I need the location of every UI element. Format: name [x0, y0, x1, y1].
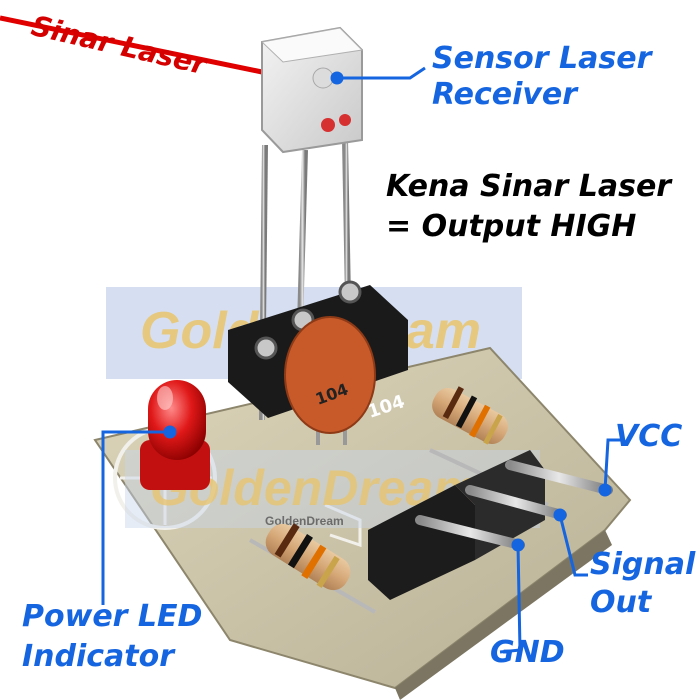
output-note-line2: = Output HIGH	[386, 209, 637, 244]
output-note: Kena Sinar Laser = Output HIGH	[386, 172, 671, 252]
pin-signal	[465, 485, 567, 520]
led-label-line2: Indicator	[22, 639, 175, 674]
laser-receiver-component	[260, 26, 364, 154]
sensor-label: Sensor Laser Receiver	[432, 44, 651, 116]
signal-out-label: Signal Out	[590, 550, 695, 626]
leader-sensor	[337, 66, 426, 80]
pin-gnd	[415, 515, 525, 550]
leader-signal	[558, 514, 588, 577]
gnd-label: GND	[490, 635, 565, 670]
sensor-label-line2: Receiver	[432, 77, 578, 112]
power-led	[140, 380, 210, 490]
output-note-line1: Kena Sinar Laser	[386, 169, 672, 204]
sensor-label-line1: Sensor Laser	[432, 41, 652, 76]
pin-header	[368, 450, 613, 600]
leader-vcc	[603, 438, 622, 491]
leader-led	[101, 430, 170, 605]
annotation-leaders	[101, 66, 622, 654]
laser-beam	[0, 15, 263, 75]
signal-label-line2: Out	[590, 585, 652, 620]
pcb-edge	[395, 530, 612, 700]
power-led-label: Power LED Indicator	[22, 602, 202, 682]
resistor-bottom	[249, 523, 376, 614]
ceramic-capacitor: 104	[284, 316, 376, 445]
led-label-line1: Power LED	[22, 599, 203, 634]
vcc-label: VCC	[615, 419, 683, 454]
pin-vcc	[505, 460, 613, 495]
signal-label-line1: Signal	[590, 547, 696, 582]
leader-gnd	[499, 544, 522, 654]
